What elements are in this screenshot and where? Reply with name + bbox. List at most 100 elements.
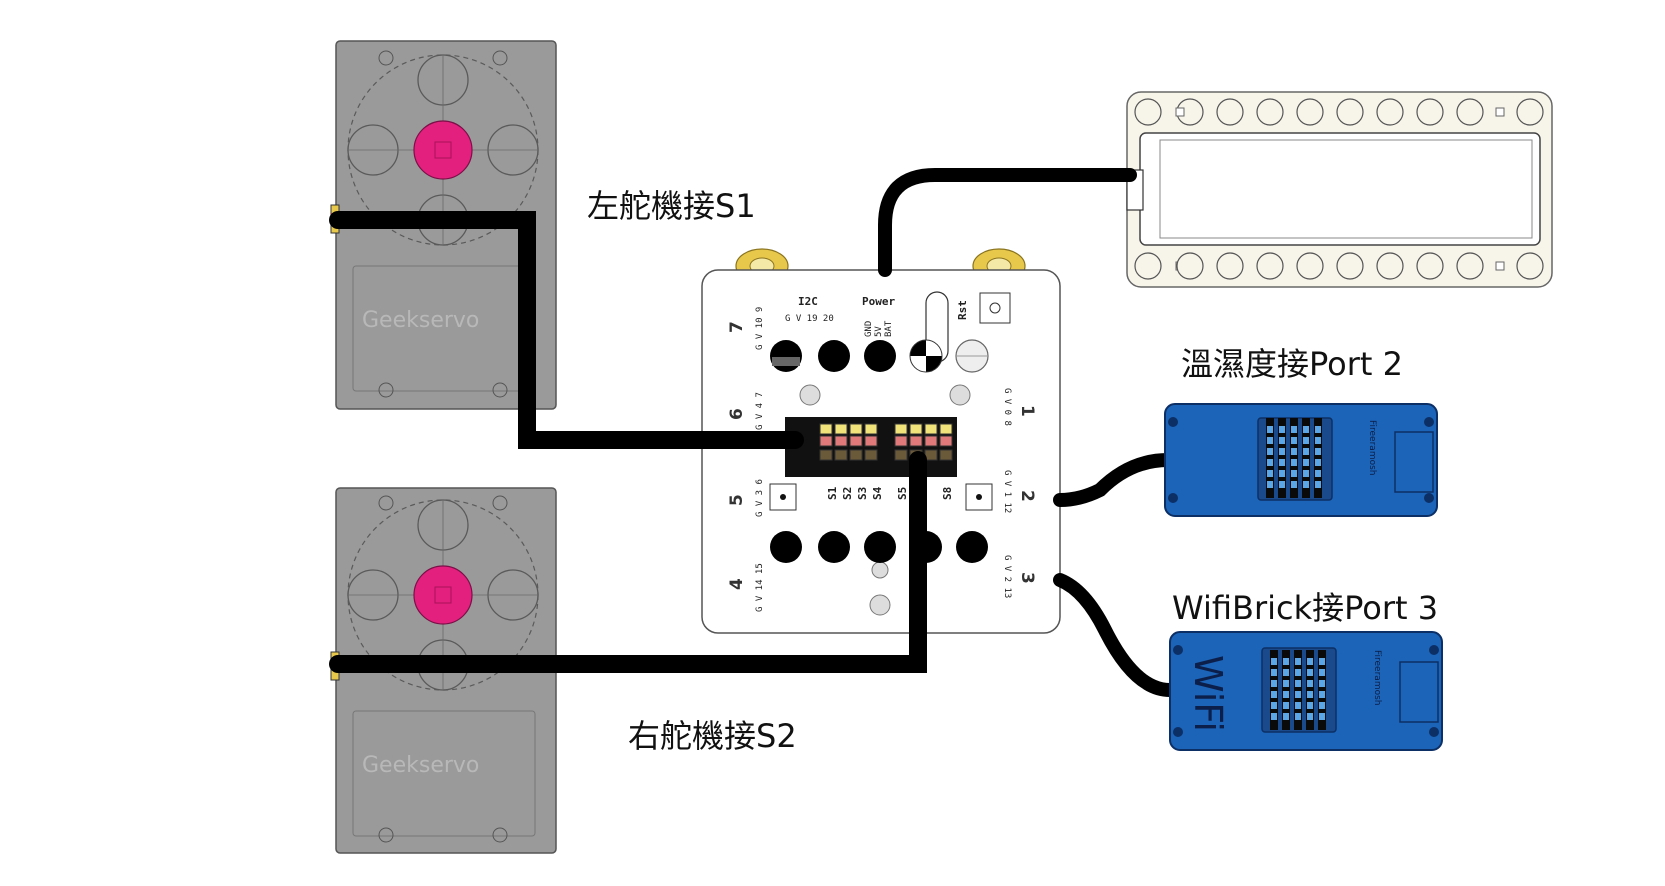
port-1-pins: G V 0 8 (1002, 388, 1012, 426)
sensor-vent (1267, 437, 1273, 444)
sensor-vent (1267, 470, 1273, 477)
board-screw (1495, 107, 1505, 117)
servo-pin-s3: S3 (856, 487, 869, 500)
sensor-vent (1291, 426, 1297, 433)
wifibrick-label: WifiBrick接Port 3 (1172, 589, 1439, 627)
header-pin-power (849, 435, 863, 447)
sensor-slot (1270, 650, 1278, 730)
board-stud (1336, 98, 1364, 126)
sensor-vent (1303, 470, 1309, 477)
port-1-number: 1 (1017, 405, 1037, 417)
header-pin-signal (939, 423, 953, 435)
port-7-pins: G V 10 9 (755, 307, 765, 350)
board-stud (1456, 98, 1484, 126)
sensor-vent (1279, 481, 1285, 488)
header-pin-power (939, 435, 953, 447)
power-pin-gnd: GND (864, 321, 874, 337)
board-stud (1256, 252, 1284, 280)
sensor-vent (1307, 669, 1313, 676)
sensor-vent (1267, 481, 1273, 488)
header-pin-signal (819, 423, 833, 435)
wifi-module: WiFi Fireeramosh (1169, 631, 1443, 751)
sensor-vent (1307, 702, 1313, 709)
controller-board: I2C G V 19 20 Power GND 5V BAT Rst S1 S2 (701, 248, 1061, 634)
sensor-vent (1283, 713, 1289, 720)
port-4-number: 4 (727, 578, 747, 590)
sensor-slot (1318, 650, 1326, 730)
board-stud (1256, 98, 1284, 126)
sensor-vent (1267, 426, 1273, 433)
sensor-vent (1279, 470, 1285, 477)
sensor-vent (1315, 448, 1321, 455)
port-7-number: 7 (727, 321, 747, 333)
sensor-vent (1319, 658, 1325, 665)
board-stud (1336, 252, 1364, 280)
header-pin-ground (864, 449, 878, 461)
sensor-vent (1271, 691, 1277, 698)
header-pin-power (924, 435, 938, 447)
sensor-vent (1271, 658, 1277, 665)
sensor-vent (1291, 448, 1297, 455)
board-stud (1416, 98, 1444, 126)
board-stud (1516, 252, 1544, 280)
sensor-vent (1307, 713, 1313, 720)
header-pin-signal (909, 423, 923, 435)
board-stud (1134, 98, 1162, 126)
sensor-vent (1315, 437, 1321, 444)
right-servo-label: 右舵機接S2 (628, 717, 797, 755)
sensor-slot (1266, 418, 1274, 498)
cable-port-3 (1053, 573, 1177, 697)
servo-hub-icon (413, 565, 473, 625)
header-pin-signal (924, 423, 938, 435)
sensor-vent (1303, 448, 1309, 455)
cable-right-servo (329, 451, 927, 673)
sensor-vent (1279, 459, 1285, 466)
servo-hub-icon (413, 120, 473, 180)
servo-pin-s5: S5 (896, 487, 909, 500)
sensor-slot (1278, 418, 1286, 498)
board-stud (1216, 252, 1244, 280)
sensor-vent (1291, 470, 1297, 477)
cable-port-2 (1053, 453, 1175, 507)
header-pin-ground (834, 449, 848, 461)
board-stud (1134, 252, 1162, 280)
board-stud (1176, 252, 1204, 280)
temp-humidity-label: 溫濕度接Port 2 (1181, 345, 1403, 383)
sensor-vent (1291, 481, 1297, 488)
sensor-vent (1303, 459, 1309, 466)
reset-label: Rst (956, 300, 969, 320)
servo-brand-text: Geekservo (362, 308, 479, 333)
header-pin-signal (894, 423, 908, 435)
sensor-vent (1279, 426, 1285, 433)
sensor-vent (1283, 702, 1289, 709)
servo-brand-text: Geekservo (362, 753, 479, 778)
header-pin-ground (819, 449, 833, 461)
sensor-vent (1295, 669, 1301, 676)
port-2-pins: G V 1 12 (1002, 470, 1012, 513)
sensor-vent (1295, 702, 1301, 709)
port-5-number: 5 (727, 494, 747, 506)
header-pin-ground (849, 449, 863, 461)
reset-button (979, 292, 1011, 324)
header-pin-power (894, 435, 908, 447)
sensor-vent (1315, 470, 1321, 477)
sensor-vent (1279, 448, 1285, 455)
sensor-vent (1271, 669, 1277, 676)
cable-battery (878, 168, 1137, 277)
wifi-label: WiFi (1186, 655, 1230, 732)
header-pin-power (834, 435, 848, 447)
sensor-slot (1302, 418, 1310, 498)
board-stud (1376, 252, 1404, 280)
sensor-vent (1319, 691, 1325, 698)
sensor-vent (1267, 459, 1273, 466)
port-6-number: 6 (727, 408, 747, 420)
sensor-vent (1295, 658, 1301, 665)
sensor-slot (1290, 418, 1298, 498)
left-servo-label: 左舵機接S1 (587, 187, 756, 225)
board-screw (1175, 107, 1185, 117)
sensor-vent (1279, 437, 1285, 444)
servo-pin-s2: S2 (841, 487, 854, 500)
sensor-slot (1314, 418, 1322, 498)
